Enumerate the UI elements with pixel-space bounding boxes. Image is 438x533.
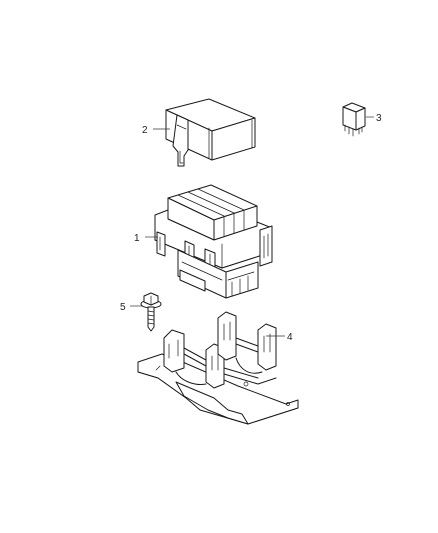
callout-5: 5 bbox=[120, 302, 126, 313]
part-2-cover[interactable] bbox=[165, 98, 256, 167]
part-5-bolt[interactable] bbox=[140, 292, 162, 332]
part-3-relay[interactable] bbox=[342, 102, 366, 137]
callout-3: 3 bbox=[376, 113, 382, 124]
leader-lines bbox=[130, 116, 374, 337]
callout-4: 4 bbox=[287, 332, 293, 343]
callout-2: 2 bbox=[142, 125, 148, 136]
part-4-bracket[interactable] bbox=[137, 311, 299, 425]
callout-1: 1 bbox=[134, 233, 140, 244]
part-1-relay-box[interactable] bbox=[154, 184, 273, 299]
